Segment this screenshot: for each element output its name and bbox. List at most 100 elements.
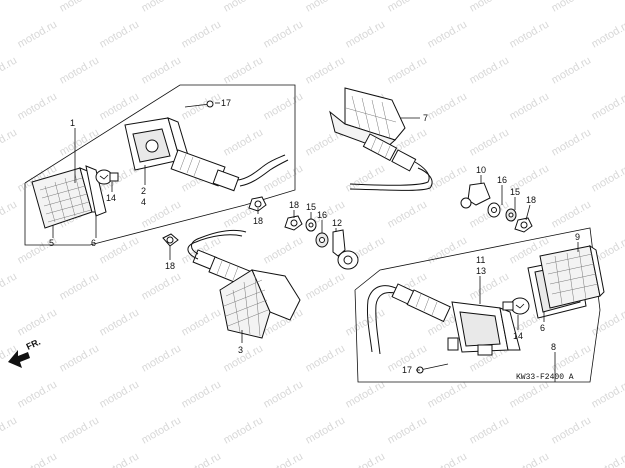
callout-18-front-left: 18	[253, 216, 263, 226]
watermark-text: motod.ru	[262, 378, 306, 410]
drawing-code: KW33-F2400 A	[516, 373, 574, 382]
callout-18-right: 18	[526, 195, 536, 205]
watermark-text: motod.ru	[222, 54, 266, 86]
watermark-text: motod.ru	[550, 342, 594, 374]
watermark-text: motod.ru	[344, 306, 388, 338]
watermark-text: motod.ru	[98, 234, 142, 266]
screw-part-17-top	[184, 100, 214, 108]
callout-9: 9	[575, 232, 580, 242]
watermark-text: motod.ru	[16, 90, 60, 122]
callout-15-middle: 15	[306, 202, 316, 212]
watermark-text: motod.ru	[386, 54, 430, 86]
watermark-text: motod.ru	[140, 0, 184, 15]
watermark-text: motod.ru	[426, 234, 470, 266]
bulb-part-14-front	[95, 169, 119, 185]
watermark-text: motod.ru	[386, 0, 430, 15]
watermark-text: motod.ru	[58, 270, 102, 302]
callout-18-middle: 18	[289, 200, 299, 210]
watermark-text: motod.ru	[140, 54, 184, 86]
watermark-text: motod.ru	[140, 198, 184, 230]
watermark-text: motod.ru	[222, 414, 266, 446]
watermark-text: motod.ru	[262, 162, 306, 194]
watermark-text: motod.ru	[468, 54, 512, 86]
callout-15-right: 15	[510, 187, 520, 197]
watermark-text: motod.ru	[590, 90, 625, 122]
watermark-text: motod.ru	[98, 378, 142, 410]
watermark-text: motod.ru	[386, 198, 430, 230]
stay-part-10	[460, 182, 533, 233]
housing-part-11-rear-right	[367, 283, 521, 356]
watermark-text: motod.ru	[550, 414, 594, 446]
gasket-part-6-front	[85, 165, 107, 217]
watermark-text: motod.ru	[58, 0, 102, 15]
lens-part-9-rear	[539, 244, 605, 309]
watermark-text: motod.ru	[180, 450, 224, 468]
watermark-text: motod.ru	[140, 270, 184, 302]
callout-14-front: 14	[106, 193, 116, 203]
callout-6-rear: 6	[540, 323, 545, 333]
watermark-text: motod.ru	[262, 90, 306, 122]
watermark-text: motod.ru	[58, 54, 102, 86]
watermark-text: motod.ru	[386, 414, 430, 446]
watermark-text: motod.ru	[262, 234, 306, 266]
watermark-text: motod.ru	[426, 18, 470, 50]
winker-part-7-rear-left	[329, 87, 433, 191]
watermark-text: motod.ru	[58, 342, 102, 374]
watermark-text: motod.ru	[180, 18, 224, 50]
arrow-icon	[8, 350, 30, 368]
callout-1: 1	[70, 118, 75, 128]
watermark-text: motod.ru	[262, 18, 306, 50]
bulb-part-14-rear	[502, 297, 530, 315]
watermark-text: motod.ru	[0, 198, 19, 230]
watermark-text: motod.ru	[0, 414, 19, 446]
watermark-text: motod.ru	[140, 342, 184, 374]
housing-part-2-front	[124, 117, 289, 192]
watermark-text: motod.ru	[180, 306, 224, 338]
watermark-text: motod.ru	[508, 450, 552, 468]
watermark-text: motod.ru	[468, 126, 512, 158]
watermark-text: motod.ru	[180, 378, 224, 410]
callout-4: 4	[141, 197, 146, 207]
watermark-text: motod.ru	[468, 0, 512, 15]
watermark-text: motod.ru	[98, 306, 142, 338]
watermark-text: motod.ru	[16, 306, 60, 338]
watermark-text: motod.ru	[344, 378, 388, 410]
watermark-text: motod.ru	[98, 18, 142, 50]
watermark-text: motod.ru	[140, 414, 184, 446]
watermark-text: motod.ru	[590, 18, 625, 50]
callout-12: 12	[332, 218, 342, 228]
callout-7: 7	[423, 113, 428, 123]
callout-17-top: 17	[221, 98, 231, 108]
nut-part-18-front-left	[248, 196, 267, 212]
washer-stack-middle	[284, 215, 329, 248]
direction-label: FR.	[25, 337, 42, 352]
leader-lines	[52, 102, 579, 382]
stay-part-12	[332, 229, 359, 270]
watermark-text: motod.ru	[98, 450, 142, 468]
assembly-frame-rear-right	[354, 227, 601, 383]
watermark-text: motod.ru	[508, 378, 552, 410]
watermark-text: motod.ru	[344, 18, 388, 50]
watermark-text: motod.ru	[426, 378, 470, 410]
watermark-text: motod.ru	[222, 126, 266, 158]
callout-6-front: 6	[91, 238, 96, 248]
watermark-text: motod.ru	[508, 18, 552, 50]
watermark-text: motod.ru	[16, 18, 60, 50]
watermark-text: motod.ru	[222, 342, 266, 374]
callout-2: 2	[141, 186, 146, 196]
winker-part-3-front-right	[162, 229, 301, 339]
callout-16-middle: 16	[317, 210, 327, 220]
watermark-text: motod.ru	[304, 0, 348, 15]
watermark-text: motod.ru	[550, 54, 594, 86]
watermark-text: motod.ru	[550, 198, 594, 230]
watermark-text: motod.ru	[590, 306, 625, 338]
watermark-text: motod.ru	[0, 0, 19, 15]
callout-13: 13	[476, 266, 486, 276]
watermark-text: motod.ru	[426, 90, 470, 122]
watermark-text: motod.ru	[590, 378, 625, 410]
watermark-text: motod.ru	[58, 414, 102, 446]
watermark-text: motod.ru	[262, 450, 306, 468]
watermark-text: motod.ru	[550, 126, 594, 158]
